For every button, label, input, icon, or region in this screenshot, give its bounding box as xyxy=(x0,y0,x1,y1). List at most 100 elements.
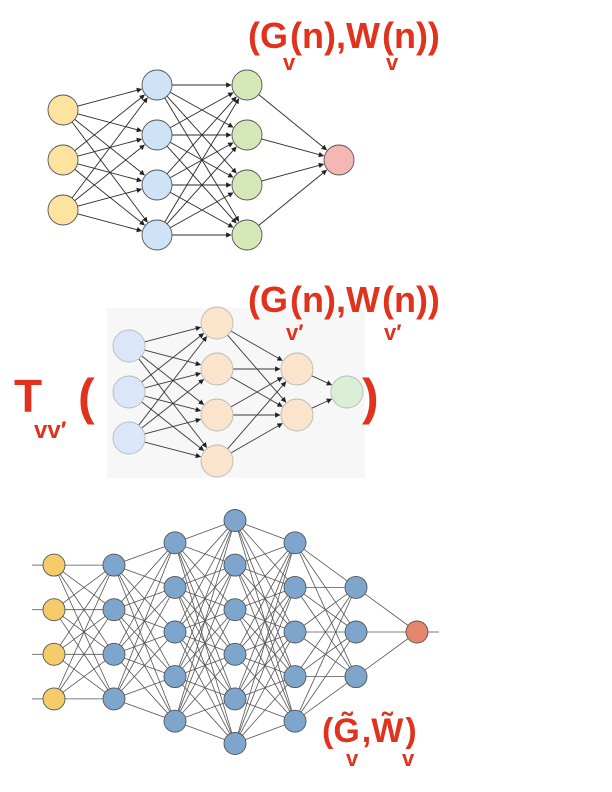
network-top-node-l0-2 xyxy=(47,194,79,226)
network-top-edge-l1-3-1 xyxy=(166,146,237,225)
network-top-node-l1-3 xyxy=(141,219,173,251)
network-bottom-edge-l1-3-1 xyxy=(118,596,171,690)
network-bottom-edge-l3-5-2 xyxy=(239,641,291,735)
network-bottom-edge-l4-3-0 xyxy=(300,596,351,668)
network-top-edge-l1-1-0 xyxy=(169,92,234,129)
annotation-bottom-w-subscript: v xyxy=(402,746,415,771)
network-bottom-node-l3-5 xyxy=(223,732,247,755)
network-bottom-edge-l4-2-0 xyxy=(303,593,348,626)
network-top-edge-l0-2-0 xyxy=(71,97,148,199)
network-bottom-node-l4-0 xyxy=(283,531,307,555)
network-bottom-node-l3-4 xyxy=(223,687,247,711)
network-top-edge-l2-3-0 xyxy=(258,169,328,226)
network-top-node-l2-2 xyxy=(231,169,263,201)
annotation-middle: (G(n),W(n)) v′ v′ xyxy=(248,279,440,345)
network-bottom-node-l5-0 xyxy=(344,575,368,599)
transform-t-subscript: vv′ xyxy=(34,417,67,444)
network-bottom-node-l6-0 xyxy=(405,620,429,644)
network-bottom-node-l3-1 xyxy=(223,553,247,577)
network-bottom-edge-l3-5-1 xyxy=(238,597,292,734)
network-top-edge-l2-2-0 xyxy=(261,162,325,182)
network-bottom-node-l1-3 xyxy=(102,687,126,711)
network-bottom-edge-l2-3-0 xyxy=(178,530,232,667)
annotation-middle-w-subscript: v′ xyxy=(384,320,402,345)
transform-close-paren: ) xyxy=(362,369,379,425)
network-bottom-node-l1-2 xyxy=(102,642,126,666)
network-top-edge-l0-1-0 xyxy=(74,94,145,151)
network-bottom-node-l2-4 xyxy=(163,709,187,733)
network-bottom-node-l0-0 xyxy=(42,553,66,577)
annotation-top-g: G xyxy=(260,15,288,56)
annotation-middle-w: W xyxy=(346,279,380,320)
annotation-top-g-subscript: v xyxy=(283,50,296,75)
network-bottom-edge-l2-1-0 xyxy=(182,528,228,580)
network-middle-node-l0-0 xyxy=(112,329,146,363)
network-bottom-node-l2-1 xyxy=(163,575,187,599)
network-bottom-node-l2-2 xyxy=(163,620,187,644)
network-middle-node-l0-1 xyxy=(112,375,146,409)
network-bottom-node-l5-1 xyxy=(344,620,368,644)
network-middle-edge-l0-2-1 xyxy=(141,379,205,429)
annotation-bottom: (G̃,W̃) v v xyxy=(322,711,417,771)
network-bottom-node-l4-1 xyxy=(283,575,307,599)
annotation-middle-g-subscript: v′ xyxy=(286,320,304,345)
network-bottom-edge-l4-4-2 xyxy=(303,682,348,716)
annotation-bottom-close: ) xyxy=(405,712,416,750)
network-bottom-edge-l1-3-4 xyxy=(124,702,165,718)
network-top-edge-l2-0-0 xyxy=(258,94,328,151)
network-bottom-edge-l3-5-4 xyxy=(245,724,285,741)
network-middle-edge-l1-3-1 xyxy=(230,423,283,454)
svg-text:(G̃,W̃): (G̃,W̃) xyxy=(322,711,417,750)
network-middle-edge-l2-1-0 xyxy=(311,398,333,409)
network-top-node-l0-0 xyxy=(47,94,79,126)
network-top-node-l2-3 xyxy=(231,219,263,251)
network-bottom-node-l4-3 xyxy=(283,665,307,689)
network-bottom-edge-l3-2-0 xyxy=(242,550,288,602)
network-bottom-edge-l1-0-0 xyxy=(124,546,165,562)
annotation-bottom-g: G̃ xyxy=(333,711,359,750)
network-bottom-edge-l2-2-0 xyxy=(179,529,231,623)
network-bottom-edge-l3-3-0 xyxy=(239,552,291,645)
network-bottom-edge-l3-0-0 xyxy=(245,523,285,540)
network-bottom-edge-l0-3-2 xyxy=(62,660,106,693)
network-bottom-node-l1-0 xyxy=(102,553,126,577)
annotation-middle-mid: (n), xyxy=(290,279,346,320)
network-top-edge-l1-3-0 xyxy=(164,98,240,223)
svg-text:(G(n),W(n)): (G(n),W(n)) xyxy=(248,279,440,320)
network-middle-edge-l0-1-0 xyxy=(141,333,205,383)
network-top-node-l1-0 xyxy=(141,69,173,101)
network-middle-node-l1-2 xyxy=(200,398,234,432)
network-middle-edge-l0-0-0 xyxy=(144,325,202,343)
annotation-top-w: W xyxy=(346,15,380,56)
network-middle-edge-l1-0-0 xyxy=(230,330,283,361)
network-bottom-edge-l2-0-0 xyxy=(185,523,225,540)
network-bottom-node-l3-0 xyxy=(223,509,247,532)
network-bottom-node-l2-3 xyxy=(163,665,187,689)
network-top-node-l2-1 xyxy=(231,119,263,151)
network-middle-edge-l0-2-2 xyxy=(144,417,202,435)
network-bottom-edge-l2-4-1 xyxy=(178,575,232,712)
network-bottom-edge-l1-3-0 xyxy=(117,552,172,689)
network-bottom-node-l0-2 xyxy=(42,642,66,666)
svg-text:(G(n),W(n)): (G(n),W(n)) xyxy=(248,15,440,56)
annotation-top-close: (n)) xyxy=(382,15,440,56)
network-bottom-edge-l2-4-5 xyxy=(185,724,225,741)
network-middle-edge-l1-3-0 xyxy=(227,381,287,450)
network-bottom-node-l3-2 xyxy=(223,598,247,622)
annotation-middle-close: (n)) xyxy=(382,279,440,320)
network-bottom-node-l0-1 xyxy=(42,598,66,622)
transform-open-paren: ( xyxy=(78,369,95,425)
network-top xyxy=(47,69,355,251)
network-bottom-edge-l0-3-0 xyxy=(58,574,110,690)
network-top-edge-l0-2-3 xyxy=(77,213,143,233)
annotation-top: (G(n),W(n)) v v xyxy=(248,15,440,75)
network-bottom-edge-l5-2-0 xyxy=(364,638,409,671)
network-bottom-edge-l2-4-3 xyxy=(182,662,228,714)
network-bottom-edge-l0-1-0 xyxy=(62,571,106,604)
network-bottom-edge-l4-4-1 xyxy=(300,640,351,713)
network-top-node-l1-1 xyxy=(141,119,173,151)
network-middle-node-l0-2 xyxy=(112,421,146,455)
network-top-node-l2-0 xyxy=(231,69,263,101)
network-top-edge-l1-2-0 xyxy=(166,96,237,175)
network-middle-edge-l0-2-3 xyxy=(144,441,202,459)
